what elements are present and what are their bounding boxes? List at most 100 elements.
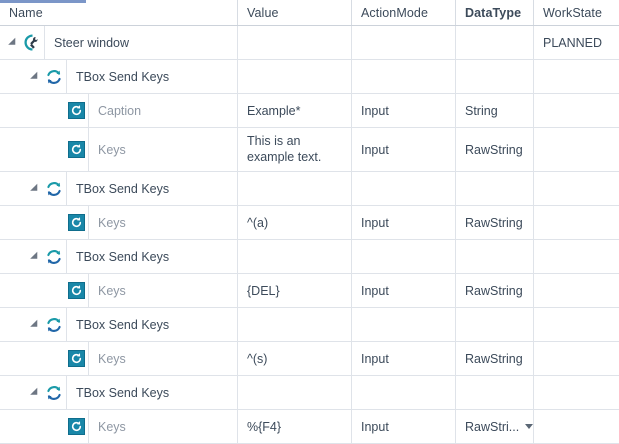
cell-datatype[interactable]: RawStri... [456,410,534,443]
cell-name[interactable]: Keys [0,128,238,171]
cell-datatype[interactable]: RawString [456,342,534,375]
cell-name[interactable]: Keys [0,274,238,307]
cell-value[interactable]: %{F4} [238,410,352,443]
cell-workstate[interactable] [534,410,619,443]
cell-actionmode[interactable] [352,308,456,341]
cell-actionmode[interactable]: Input [352,410,456,443]
cell-datatype[interactable] [456,26,534,59]
cell-workstate[interactable] [534,60,619,93]
cell-datatype[interactable] [456,172,534,205]
row-name-label: TBox Send Keys [66,60,237,93]
cell-datatype[interactable]: RawString [456,274,534,307]
cell-workstate[interactable] [534,172,619,205]
column-header-value[interactable]: Value [238,0,352,25]
column-header-workstate[interactable]: WorkState [543,5,603,20]
tree-row[interactable]: Steer window PLANNED [0,26,619,60]
cell-datatype[interactable]: RawString [456,128,534,171]
cell-value[interactable]: Example* [238,94,352,127]
expander-collapse-icon[interactable] [28,60,42,93]
refresh-square-icon [64,94,88,127]
cell-actionmode[interactable]: Input [352,206,456,239]
expander-collapse-icon[interactable] [28,240,42,273]
cell-actionmode[interactable]: Input [352,94,456,127]
expander-collapse-icon[interactable] [28,308,42,341]
cell-actionmode[interactable] [352,376,456,409]
refresh-square-icon [64,206,88,239]
cell-workstate[interactable] [534,376,619,409]
column-header-actionmode[interactable]: ActionMode [352,0,456,25]
tree-row[interactable]: TBox Send Keys [0,240,619,274]
cell-name[interactable]: Steer window [0,26,238,59]
cell-value[interactable] [238,308,352,341]
loop-arrows-icon [42,240,66,273]
cell-value[interactable]: ^(s) [238,342,352,375]
cell-name[interactable]: Keys [0,206,238,239]
column-header-name[interactable]: Name [0,0,238,25]
cell-workstate[interactable] [534,342,619,375]
cell-actionmode[interactable] [352,240,456,273]
column-header-datatype[interactable]: DataType [456,0,534,25]
cell-value[interactable] [238,26,352,59]
cell-actionmode[interactable]: Input [352,274,456,307]
cell-actionmode[interactable] [352,26,456,59]
cell-workstate[interactable] [534,308,619,341]
cell-workstate[interactable] [534,94,619,127]
cell-workstate[interactable]: PLANNED [543,35,603,50]
row-name-label: Keys [88,206,237,239]
cell-value[interactable] [238,60,352,93]
loop-arrows-icon [42,308,66,341]
refresh-square-icon [64,128,88,171]
expander-placeholder [50,206,64,239]
cell-datatype[interactable]: String [456,94,534,127]
tree-row[interactable]: TBox Send Keys [0,376,619,410]
tree-row[interactable]: TBox Send Keys [0,308,619,342]
indent-spacer [0,342,50,375]
expander-collapse-icon[interactable] [6,26,20,59]
cell-datatype[interactable]: RawString [456,206,534,239]
cell-datatype[interactable] [456,240,534,273]
cell-actionmode[interactable] [352,172,456,205]
chevron-down-icon[interactable] [525,424,533,429]
cell-workstate[interactable] [534,274,619,307]
expander-placeholder [50,342,64,375]
cell-value[interactable] [238,240,352,273]
cell-datatype[interactable] [456,376,534,409]
indent-spacer [0,240,28,273]
cell-name[interactable]: Keys [0,342,238,375]
cell-value[interactable] [238,172,352,205]
cell-name[interactable]: TBox Send Keys [0,376,238,409]
cell-name[interactable]: Caption [0,94,238,127]
tree-row[interactable]: TBox Send Keys [0,172,619,206]
tree-row[interactable]: TBox Send Keys [0,60,619,94]
cell-value[interactable]: This is an example text. [238,128,352,171]
expander-placeholder [50,410,64,443]
cell-workstate[interactable] [534,240,619,273]
cell-name[interactable]: TBox Send Keys [0,308,238,341]
cell-name[interactable]: TBox Send Keys [0,240,238,273]
cell-value[interactable] [238,376,352,409]
cell-actionmode[interactable] [352,60,456,93]
cell-name[interactable]: TBox Send Keys [0,60,238,93]
cell-value[interactable]: ^(a) [238,206,352,239]
cell-datatype[interactable] [456,60,534,93]
cell-name[interactable]: Keys [0,410,238,443]
row-name-label: TBox Send Keys [66,172,237,205]
cell-workstate[interactable] [534,206,619,239]
expander-collapse-icon[interactable] [28,376,42,409]
cell-name[interactable]: TBox Send Keys [0,172,238,205]
loop-arrows-icon [42,172,66,205]
cell-workstate[interactable] [534,128,619,171]
cell-actionmode[interactable]: Input [352,342,456,375]
cell-actionmode[interactable]: Input [352,128,456,171]
expander-collapse-icon[interactable] [28,172,42,205]
cell-datatype[interactable] [456,308,534,341]
cell-value[interactable]: {DEL} [238,274,352,307]
